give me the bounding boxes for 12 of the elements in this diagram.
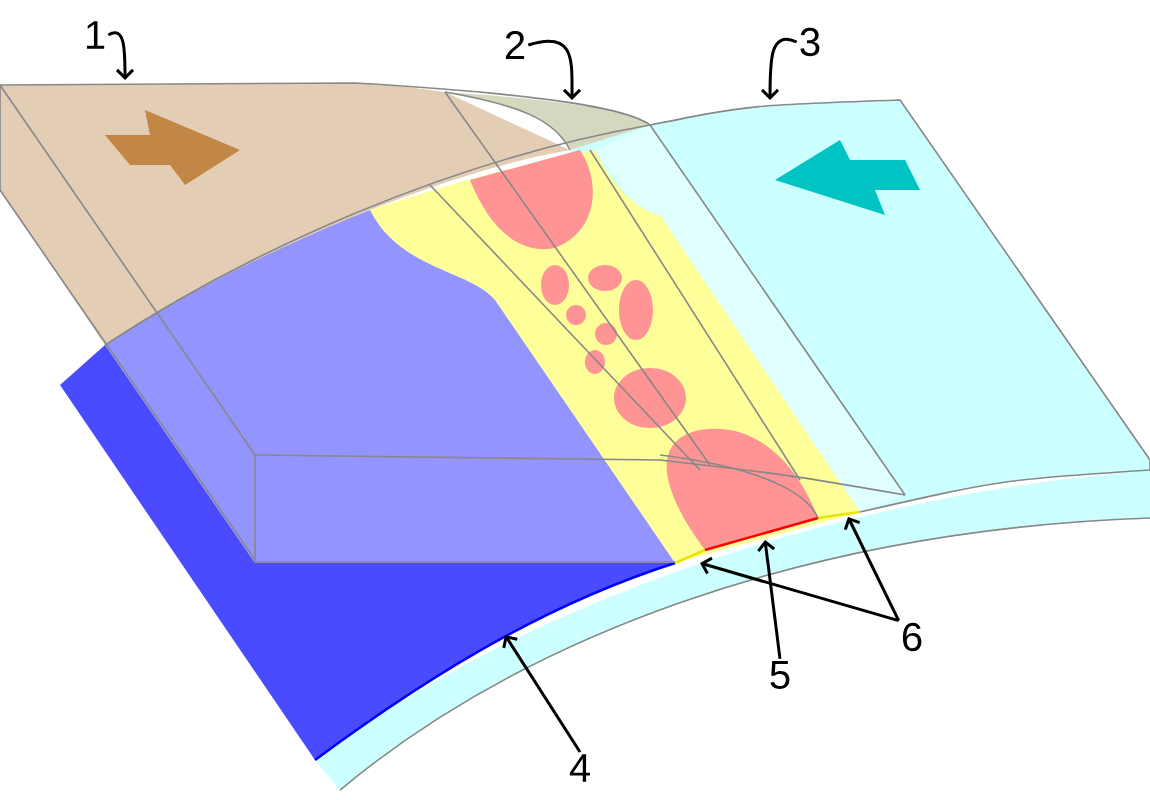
callout-number: 4: [569, 754, 590, 782]
callout-number: 1: [86, 21, 105, 49]
callout-number: 2: [505, 31, 525, 59]
leader-arrow: [843, 517, 901, 622]
leader-arrow: [502, 635, 582, 753]
leader-arrow: [700, 556, 900, 623]
leader-arrow: [527, 39, 582, 100]
callout-number: 5: [770, 661, 790, 689]
leader-arrow: [757, 540, 782, 660]
callout-number: 6: [902, 622, 922, 652]
leader-arrow: [107, 31, 135, 80]
callout-number: 3: [800, 27, 820, 57]
